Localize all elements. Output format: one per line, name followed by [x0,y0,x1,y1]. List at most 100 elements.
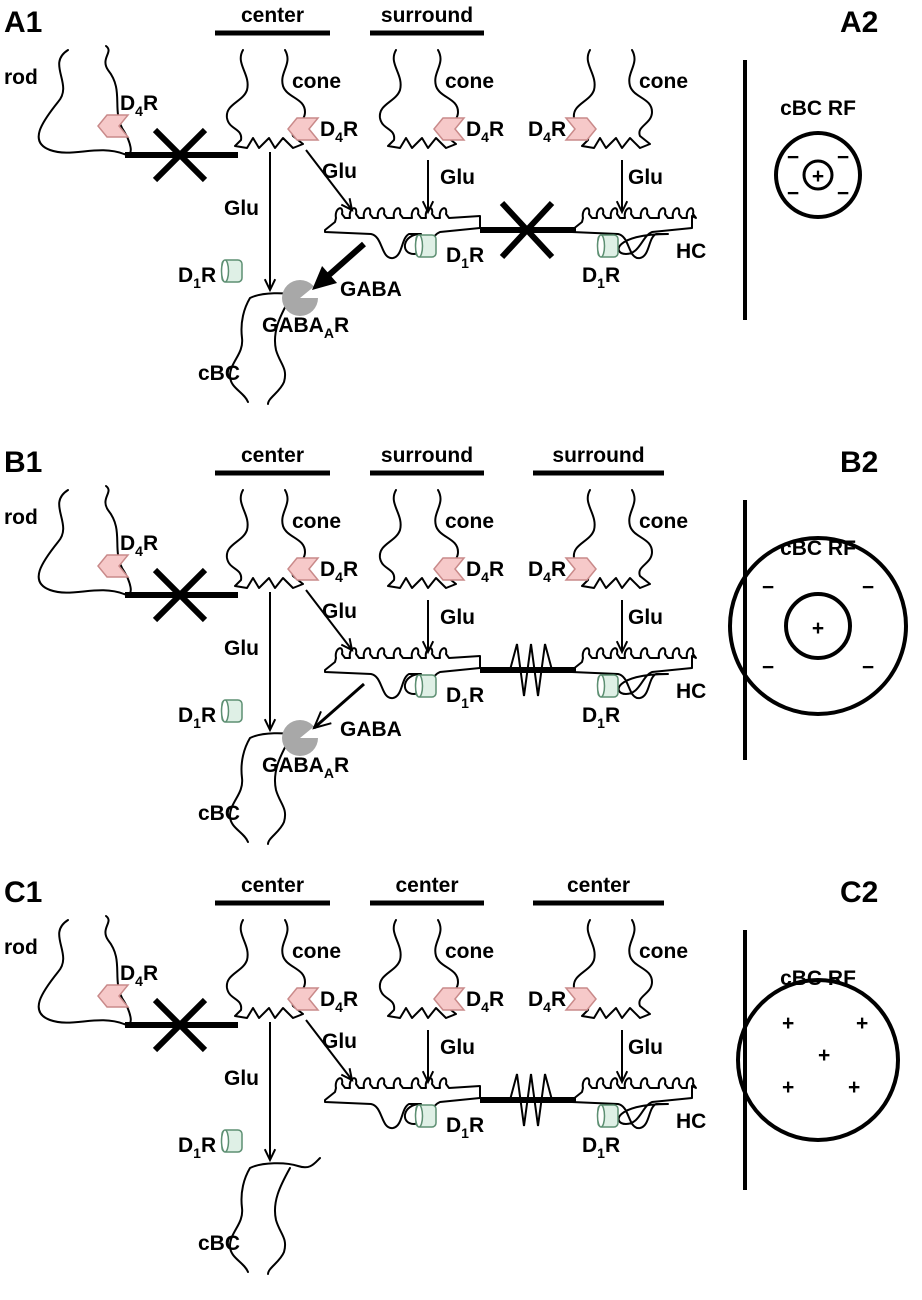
horizontal-cell-right [571,207,697,260]
d4r-receptor-cone-1 [287,117,320,141]
cone-cell-2 [378,489,459,589]
gaba-arrow-shaft [313,682,365,730]
rod-label: rod [4,936,38,959]
rf-circle [736,978,900,1142]
glu-arrow-cone-hc [305,589,354,652]
header-center-2: center [567,874,630,897]
d4r-receptor-cone-1 [287,987,320,1011]
hc-gap-junction-open [509,643,553,697]
rf-center-sign-0: + [782,1012,794,1035]
glu-label-cone-hc: Glu [322,1030,357,1053]
glu-arrow-cone3-hc-head [615,200,629,215]
glu-label-cone2: Glu [440,166,475,189]
rod-cone-block-x2 [152,567,208,623]
rod-cell [37,485,132,596]
cbc-label: cBC [198,1232,240,1255]
glu-arrow-cone3-hc [615,1030,629,1085]
glu-arrow-cone2-hc-head [421,200,435,215]
glu-label-cone-hc: Glu [322,600,357,623]
rf-center-circle [802,159,834,191]
cone-label-3: cone [639,70,688,93]
rf-title: cBC RF [780,537,856,560]
cone-label-1: cone [292,510,341,533]
rod-label: rod [4,506,38,529]
d4r-label-rod: D4R [120,92,158,119]
glu-arrow-cone3-hc-head [615,640,629,655]
d4r-receptor-cone-2 [433,117,466,141]
glu-arrow-cone-cbc-head [263,718,277,733]
d4r-label-rod: D4R [120,532,158,559]
d4r-label-cone-3: D4R [528,988,566,1015]
d4r-label-cone-2: D4R [466,118,504,145]
glu-arrow-cone3-hc [615,160,629,215]
gaba-label: GABA [340,718,402,741]
panel-label-right: A2 [840,6,878,39]
gaba-arrow [312,241,366,290]
cone-label-1: cone [292,70,341,93]
cone-label-3: cone [639,940,688,963]
gabaa-label: GABAAR [262,314,349,341]
rf-surround-sign-1: − [837,146,849,169]
d1r-label-hc-right: D1R [582,704,620,731]
glu-arrow-cone-hc-shaft [305,149,353,211]
d4r-receptor-rod [97,984,130,1008]
d1r-label-hc-left: D1R [446,244,484,271]
d1r-receptor-cbc [220,1129,243,1153]
glu-label-cone3: Glu [628,606,663,629]
glu-arrow-cone2-hc-head [421,1070,435,1085]
glu-arrow-cone-hc-shaft [305,589,353,651]
cone-cell-2 [378,49,459,149]
cbc-label: cBC [198,362,240,385]
glu-arrow-cone-cbc [263,152,277,293]
d4r-receptor-rod [97,114,130,138]
glu-arrow-cone2-hc [421,160,435,215]
gaba-arrow-head [312,266,338,290]
glu-arrow-cone2-hc [421,1030,435,1085]
gaba-label: GABA [340,278,402,301]
d1r-receptor-hc-left [414,234,437,258]
d1r-receptor-hc-right [596,1104,619,1128]
rf-surround-sign-1: − [862,576,874,599]
d4r-label-cone-1: D4R [320,988,358,1015]
d1r-label-hc-left: D1R [446,1114,484,1141]
d1r-receptor-hc-right [596,674,619,698]
rf-surround-circle [774,131,862,219]
glu-arrow-cone-hc-shaft [305,1019,353,1081]
glu-label-cone-cbc: Glu [224,1067,259,1090]
rf-surround-sign-3: − [837,182,849,205]
horizontal-cell-right [571,647,697,700]
d1r-label-cbc: D1R [178,704,216,731]
horizontal-cell-left [324,647,481,700]
cone-label-2: cone [445,940,494,963]
d4r-label-cone-1: D4R [320,558,358,585]
glu-arrow-cone-hc-head [340,1068,354,1082]
d4r-receptor-cone-3 [564,117,597,141]
hc-block-x2 [499,200,555,260]
glu-arrow-cone-cbc [263,1022,277,1163]
rf-surround-circle [728,536,908,716]
cone-cell-3 [572,489,653,589]
horizontal-cell-left [324,207,481,260]
glu-arrow-cone-cbc [263,592,277,733]
rf-surround-sign-2: − [762,656,774,679]
header-center-1: center [395,874,458,897]
cbc-label: cBC [198,802,240,825]
header-surround-1: surround [381,4,473,27]
glu-arrow-cone3-hc-head [615,1070,629,1085]
header-center-0: center [241,874,304,897]
glu-label-cone2: Glu [440,606,475,629]
cone-cell-2 [378,919,459,1019]
glu-arrow-cone2-hc [421,600,435,655]
cone-label-3: cone [639,510,688,533]
cone-label-2: cone [445,70,494,93]
panel-label-left: C1 [4,876,42,909]
d1r-receptor-hc-right [596,234,619,258]
cone-label-2: cone [445,510,494,533]
glu-arrow-cone-cbc-head [263,1148,277,1163]
d4r-receptor-cone-2 [433,987,466,1011]
rf-center-circle [784,592,852,660]
